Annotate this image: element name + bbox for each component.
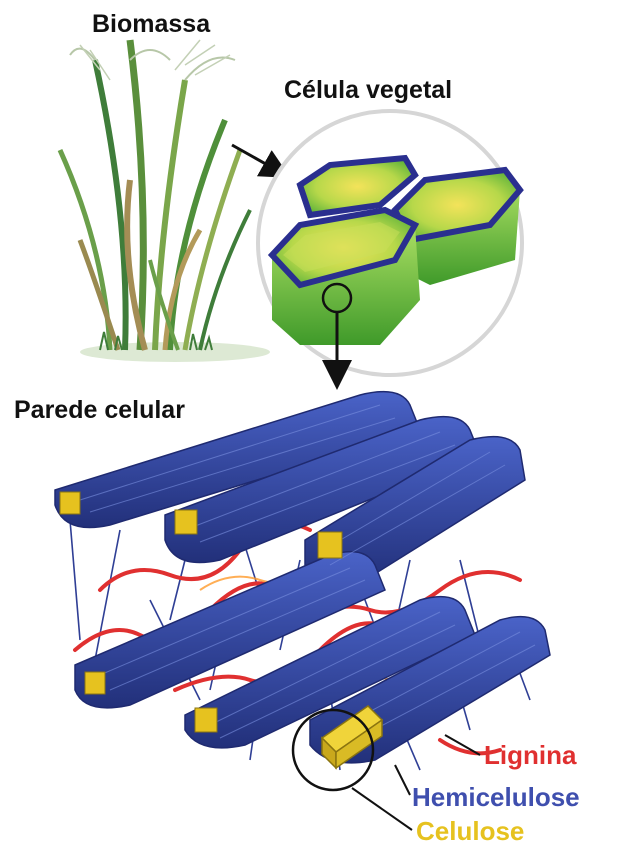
label-lignina: Lignina — [484, 742, 576, 768]
label-celulose: Celulose — [416, 818, 524, 844]
grass-illustration — [60, 40, 270, 362]
label-hemicelulose: Hemicelulose — [412, 784, 580, 810]
label-biomassa: Biomassa — [92, 12, 210, 37]
label-celula-vegetal: Célula vegetal — [284, 78, 452, 103]
plant-cell-illustration — [258, 111, 522, 375]
cell-wall-illustration — [55, 392, 550, 790]
label-parede-celular: Parede celular — [14, 398, 185, 423]
